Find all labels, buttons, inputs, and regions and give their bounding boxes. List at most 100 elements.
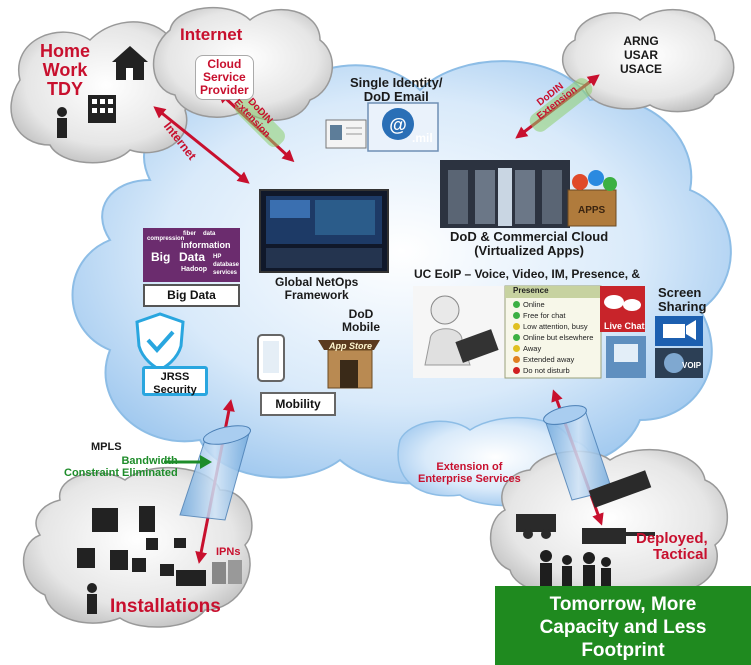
dod-mobile-line-1: DoD — [348, 307, 374, 321]
deployed-tactical-label: Deployed, Tactical — [636, 531, 708, 563]
csp-line-2: Service — [202, 70, 246, 84]
presence-header: Presence — [513, 286, 549, 295]
uc-eoip-label: UC EoIP – Voice, Video, IM, Presence, & — [414, 267, 641, 281]
presence-status-elsewhere: Online but elsewhere — [513, 333, 593, 342]
extension-enterprise-label: Extension of Enterprise Services — [418, 461, 521, 485]
status-dot-icon — [513, 312, 520, 319]
home-label: Home — [40, 41, 91, 61]
cloud-service-provider-label: Cloud Service Provider — [195, 55, 254, 100]
netops-line-1: Global NetOps — [275, 275, 359, 289]
mpls-pipe — [179, 425, 252, 521]
dod-mobile-line-2: Mobile — [342, 320, 380, 334]
status-dot-icon — [513, 367, 520, 374]
live-chat-label: Live Chat — [604, 321, 645, 331]
presence-status-busy: Low attention, busy — [513, 322, 588, 331]
tdy-label: TDY — [47, 79, 83, 99]
bigdata-word: HP — [213, 254, 222, 260]
military-vehicles-icon — [516, 470, 655, 544]
bandwidth-line-1: Bandwidth — [121, 455, 178, 467]
bigdata-word: Big — [151, 250, 171, 264]
bigdata-word: Hadoop — [181, 266, 208, 273]
dod-cloud-label: DoD & Commercial Cloud (Virtualized Apps… — [450, 230, 608, 258]
status-dot-icon — [513, 301, 520, 308]
soldiers-icon — [540, 550, 611, 587]
presence-status-online: Online — [513, 300, 545, 309]
datacenter-image — [440, 160, 570, 228]
bigdata-word: Data — [179, 250, 206, 264]
csp-line-3: Provider — [200, 83, 249, 97]
presence-status-label: Low attention, busy — [523, 322, 588, 331]
banner-line-3: Footprint — [581, 640, 665, 661]
mobility-label: Mobility — [260, 392, 336, 416]
single-identity-label: Single Identity/ DoD Email — [350, 76, 442, 104]
video-camera-icon — [655, 316, 703, 346]
office-building-icon — [88, 95, 116, 123]
app-store-label: App Store — [329, 341, 373, 351]
jrss-security-label: JRSS Security — [142, 366, 208, 396]
bigdata-word: information — [181, 240, 231, 250]
presence-status-label: Extended away — [523, 355, 575, 364]
soldier-icon — [57, 107, 67, 138]
presence-status-label: Online — [523, 300, 545, 309]
svg-text:@: @ — [389, 115, 407, 135]
arng-group-label: ARNG USAR USACE — [620, 34, 662, 76]
bigdata-word: data — [203, 231, 216, 237]
tomorrow-banner: Tomorrow, More Capacity and Less Footpri… — [495, 586, 751, 665]
big-data-word-cloud: compression information Big Data Hadoop … — [143, 228, 240, 282]
global-netops-label: Global NetOps Framework — [275, 276, 358, 302]
video-call-icon — [606, 336, 646, 378]
bandwidth-line-2: Constraint Eliminated — [64, 467, 178, 479]
internet-title: Internet — [180, 25, 243, 44]
installations-label: Installations — [110, 596, 221, 617]
apps-box-icon — [567, 170, 617, 227]
mil-label: .mil — [412, 131, 433, 145]
presence-status-label: Do not disturb — [523, 366, 570, 375]
voip-label: VOIP — [682, 361, 702, 370]
extension-bands — [235, 78, 593, 147]
status-dot-icon — [513, 356, 520, 363]
extension-line-1: Extension of — [436, 461, 503, 473]
app-store-icon — [318, 340, 380, 389]
banner-line-1: Tomorrow, More — [549, 594, 697, 615]
jrss-line-2: Security — [153, 384, 197, 396]
single-identity-line-1: Single Identity/ — [350, 75, 443, 90]
presence-status-away: Away — [513, 344, 541, 353]
home-work-tdy-label: Home Work TDY — [40, 42, 90, 99]
usar-label: USAR — [624, 48, 659, 62]
big-data-label: Big Data — [143, 284, 240, 307]
bandwidth-label: Bandwidth Constraint Eliminated — [64, 455, 178, 479]
netops-screen-icon — [259, 189, 389, 273]
presence-status-dnd: Do not disturb — [513, 366, 570, 375]
bigdata-word: fiber — [183, 231, 197, 237]
dod-mobile-label: DoD Mobile — [342, 308, 380, 334]
bigdata-word: services — [213, 270, 238, 276]
status-dot-icon — [513, 323, 520, 330]
presence-status-label: Away — [523, 344, 542, 353]
mpls-green-arrow — [164, 455, 212, 469]
presence-status-label: Online but elsewhere — [523, 333, 594, 342]
presence-status-label: Free for chat — [523, 311, 566, 320]
single-identity-line-2: DoD Email — [363, 89, 429, 104]
presence-status-free: Free for chat — [513, 311, 566, 320]
installation-buildings-icon — [77, 506, 206, 614]
jrss-line-1: JRSS — [160, 371, 190, 383]
voip-icon — [655, 348, 703, 378]
status-dot-icon — [513, 345, 520, 352]
screen-sharing-line-2: Sharing — [658, 299, 707, 314]
email-icon: @ — [367, 102, 439, 152]
usace-label: USACE — [620, 62, 663, 76]
deployed-line-2: Tactical — [652, 546, 708, 563]
deployed-line-1: Deployed, — [636, 530, 708, 547]
dod-cloud-line-2: (Virtualized Apps) — [474, 243, 584, 258]
mpls-label: MPLS — [91, 441, 122, 453]
house-icon — [112, 46, 148, 80]
id-card-icon — [325, 119, 367, 149]
screen-sharing-label: Screen Sharing — [658, 286, 706, 314]
live-chat-icon — [600, 286, 645, 332]
bigdata-word: database — [213, 262, 240, 268]
phone-icon — [257, 334, 285, 382]
presence-list: Presence Online Free for chat Low attent… — [505, 286, 601, 378]
big-data-tile — [143, 228, 240, 282]
